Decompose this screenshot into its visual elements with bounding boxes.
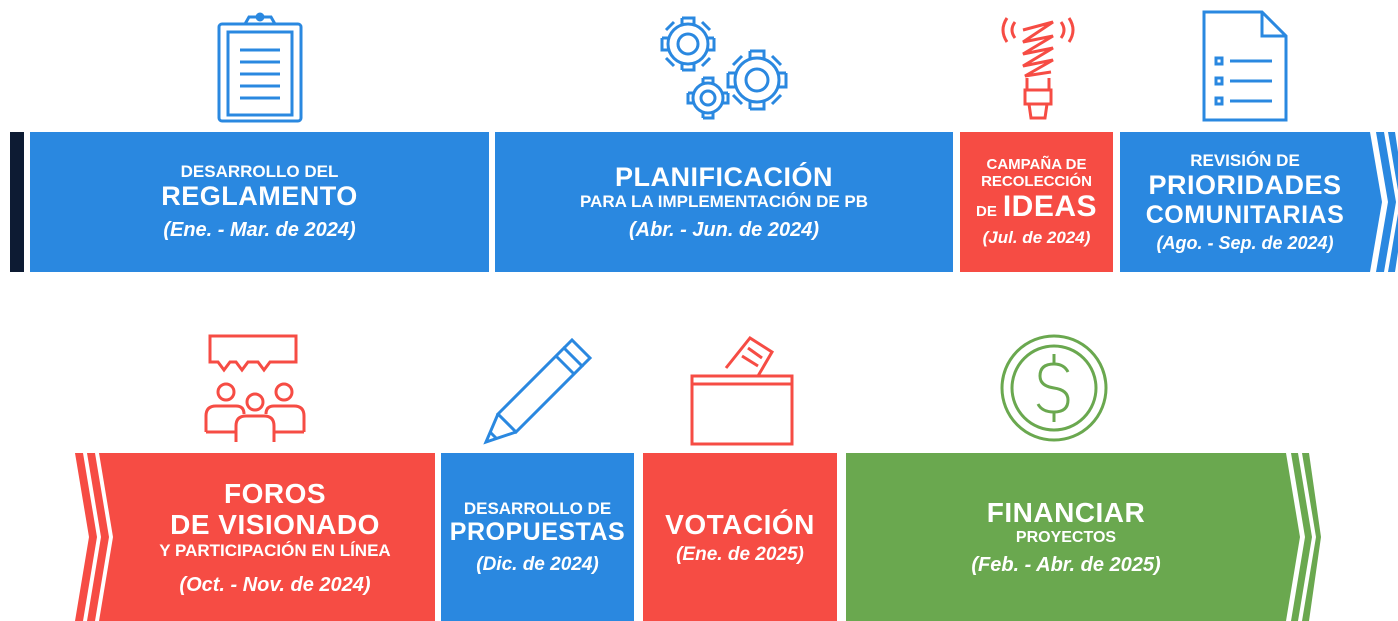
phase-ideas: CAMPAÑA DE RECOLECCIÓN DE IDEAS (Jul. de…: [960, 132, 1113, 272]
phase-ideas-line1: CAMPAÑA DE: [986, 155, 1087, 173]
phase-foros-date: (Oct. - Nov. de 2024): [179, 573, 371, 596]
phase-prioridades-line1: REVISIÓN DE: [1190, 151, 1300, 171]
ballot-box-icon: [690, 336, 794, 446]
phase-foros: FOROS DE VISIONADO Y PARTICIPACIÓN EN LÍ…: [115, 453, 435, 621]
phase-financiar-date: (Feb. - Abr. de 2025): [971, 554, 1161, 577]
phase-ideas-date: (Jul. de 2024): [982, 228, 1091, 248]
phase-planificacion-date: (Abr. - Jun. de 2024): [628, 219, 820, 242]
phase-reglamento-title: REGLAMENTO: [161, 181, 358, 212]
people-discussion-icon: [204, 334, 306, 442]
clipboard-icon: [217, 12, 303, 123]
phase-prioridades-title: PRIORIDADES: [1148, 170, 1342, 201]
phase-propuestas-date: (Dic. de 2024): [476, 553, 599, 575]
phase-financiar-subtitle: PROYECTOS: [1015, 528, 1117, 546]
phase-planificacion: PLANIFICACIÓN PARA LA IMPLEMENTACIÓN DE …: [495, 132, 953, 272]
phase-foros-title2: DE VISIONADO: [170, 509, 380, 541]
phase-votacion-date: (Ene. de 2025): [676, 544, 804, 566]
phase-foros-subtitle: Y PARTICIPACIÓN EN LÍNEA: [159, 540, 391, 560]
phase-propuestas-title: PROPUESTAS: [449, 517, 626, 546]
gears-icon: [660, 16, 788, 120]
lightbulb-icon: [1001, 17, 1075, 120]
phase-votacion-title: VOTACIÓN: [665, 508, 815, 540]
phase-ideas-title: IDEAS: [1002, 190, 1098, 224]
phase-foros-shape: [75, 453, 435, 621]
phase-ideas-prefix: DE: [975, 203, 997, 221]
phase-votacion: VOTACIÓN (Ene. de 2025): [643, 453, 837, 621]
phase-prioridades-title2: COMUNITARIAS: [1145, 200, 1345, 229]
phase-reglamento-date: (Ene. - Mar. de 2024): [163, 219, 356, 242]
document-list-icon: [1202, 10, 1288, 122]
phase-prioridades: REVISIÓN DE PRIORIDADES COMUNITARIAS (Ag…: [1120, 132, 1370, 272]
phase-prioridades-shape: [1120, 132, 1398, 272]
phase-reglamento: DESARROLLO DEL REGLAMENTO (Ene. - Mar. d…: [30, 132, 489, 272]
pencil-icon: [483, 337, 593, 445]
timeline-start-bar: [10, 132, 24, 272]
phase-propuestas-line1: DESARROLLO DE: [463, 498, 612, 518]
phase-financiar: FINANCIAR PROYECTOS (Feb. - Abr. de 2025…: [846, 453, 1286, 621]
phase-planificacion-subtitle: PARA LA IMPLEMENTACIÓN DE PB: [579, 192, 869, 212]
phase-foros-title: FOROS: [223, 477, 327, 509]
dollar-coin-icon: [1000, 334, 1108, 442]
phase-planificacion-title: PLANIFICACIÓN: [615, 162, 833, 193]
phase-prioridades-date: (Ago. - Sep. de 2024): [1156, 232, 1334, 253]
phase-financiar-title: FINANCIAR: [986, 497, 1146, 529]
phase-reglamento-line1: DESARROLLO DEL: [180, 162, 339, 182]
phase-ideas-line2: RECOLECCIÓN: [981, 172, 1092, 190]
phase-financiar-shape: [846, 453, 1321, 621]
phase-propuestas: DESARROLLO DE PROPUESTAS (Dic. de 2024): [441, 453, 634, 621]
